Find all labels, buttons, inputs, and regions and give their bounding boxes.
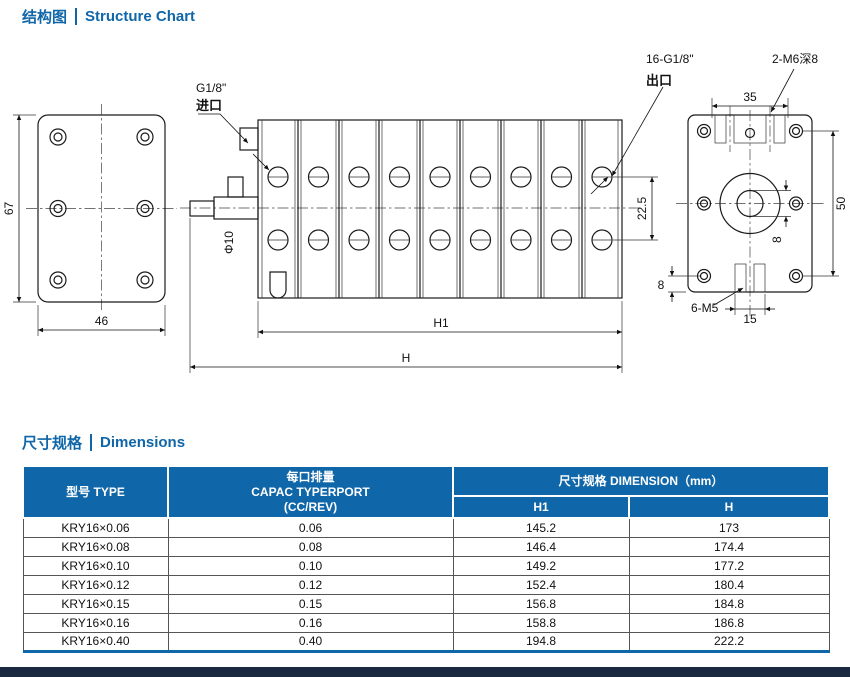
- footer-bar: [0, 667, 850, 677]
- capacity-line: CAPAC TYPERPORT: [251, 484, 370, 499]
- cell-h: 180.4: [628, 574, 830, 595]
- end-cover-bolt-holes: [696, 123, 804, 284]
- cell-h1: 149.2: [452, 555, 630, 576]
- cell-type: KRY16×0.08: [22, 536, 169, 557]
- port-plugs: [267, 166, 613, 251]
- col-header-h: H: [628, 495, 830, 519]
- dim-h: H: [402, 351, 411, 365]
- table-row: KRY16×0.12 0.12 152.4 180.4: [22, 574, 830, 595]
- cell-type: KRY16×0.10: [22, 555, 169, 576]
- cell-capacity: 0.10: [167, 555, 454, 576]
- structure-chart-drawing: 67 46 G1/8" 进口: [2, 52, 848, 373]
- cell-capacity: 0.08: [167, 536, 454, 557]
- cell-capacity: 0.12: [167, 574, 454, 595]
- section-title-dimensions-zh: 尺寸规格: [22, 435, 83, 452]
- section-title-structure-en: Structure Chart: [85, 8, 196, 25]
- bearing-boss-circle: [719, 172, 781, 235]
- inlet-label: 进口: [196, 98, 222, 113]
- dim-flange-height: 67: [2, 202, 16, 216]
- cell-capacity: 0.16: [167, 612, 454, 633]
- table-row: KRY16×0.06 0.06 145.2 173: [22, 517, 830, 538]
- pump-body: [257, 119, 623, 299]
- cell-h: 174.4: [628, 536, 830, 557]
- cell-type: KRY16×0.16: [22, 612, 169, 633]
- dimensions-table: 型号 TYPE 每口排量 CAPAC TYPERPORT (CC/REV) 尺寸…: [22, 465, 830, 653]
- table-row: KRY16×0.15 0.15 156.8 184.8: [22, 593, 830, 614]
- section-title-dimensions-en: Dimensions: [100, 434, 186, 451]
- col-header-dimension-group: 尺寸规格 DIMENSION（mm）: [452, 465, 830, 497]
- dim-50: 50: [834, 197, 848, 211]
- table-row: KRY16×0.10 0.10 149.2 177.2: [22, 555, 830, 576]
- dim-h1: H1: [433, 316, 449, 330]
- section-title-structure-zh: 结构图: [22, 9, 68, 26]
- shaft-diameter-label: Φ10: [222, 231, 236, 254]
- front-flange-outline: [37, 114, 166, 303]
- end-cover-view: 35 2-M6深8 50 8 8 6-M5 15: [658, 52, 848, 326]
- cell-h1: 145.2: [452, 517, 630, 538]
- table-row: KRY16×0.16 0.16 158.8 186.8: [22, 612, 830, 633]
- section-title-structure: 结构图 Structure Chart: [22, 6, 195, 27]
- cell-type: KRY16×0.12: [22, 574, 169, 595]
- cell-h: 186.8: [628, 612, 830, 633]
- outlet-thread-label: 16-G1/8": [646, 52, 694, 66]
- dim-35: 35: [743, 90, 757, 104]
- cell-h1: 156.8: [452, 593, 630, 614]
- inlet-port: [239, 127, 259, 151]
- side-section-view: G1/8" 进口 16-G1/8" 出口 Φ10 22.5 H1 H: [180, 52, 694, 373]
- cell-h: 222.2: [628, 631, 830, 653]
- title-divider: [90, 434, 93, 451]
- cell-h: 177.2: [628, 555, 830, 576]
- table-row: KRY16×0.08 0.08 146.4 174.4: [22, 536, 830, 557]
- drive-shaft: [189, 176, 259, 220]
- dim-15: 15: [743, 312, 757, 326]
- dim-flange-width: 46: [95, 314, 109, 328]
- tap-bottom-label: 6-M5: [691, 301, 719, 315]
- col-header-capacity: 每口排量 CAPAC TYPERPORT (CC/REV): [167, 465, 454, 519]
- cell-type: KRY16×0.40: [22, 631, 169, 653]
- outlet-label: 出口: [646, 73, 672, 88]
- cell-h1: 158.8: [452, 612, 630, 633]
- front-flange-bolt-holes: [49, 128, 154, 289]
- tap-top-label: 2-M6深8: [772, 52, 818, 66]
- col-header-type: 型号 TYPE: [22, 465, 169, 519]
- cell-h1: 152.4: [452, 574, 630, 595]
- top-tapped-holes: [714, 114, 786, 144]
- front-flange-view: 67 46: [2, 104, 177, 336]
- title-divider: [75, 8, 78, 25]
- cell-capacity: 0.40: [167, 631, 454, 653]
- cell-h1: 194.8: [452, 631, 630, 653]
- drain-plug: [269, 271, 287, 299]
- capacity-line: (CC/REV): [283, 499, 338, 514]
- col-header-h1: H1: [452, 495, 630, 519]
- cell-h: 173: [628, 517, 830, 538]
- cell-h1: 146.4: [452, 536, 630, 557]
- cell-capacity: 0.06: [167, 517, 454, 538]
- table-row: KRY16×0.40 0.40 194.8 222.2: [22, 631, 830, 653]
- dim-bore: 8: [770, 236, 784, 243]
- cell-capacity: 0.15: [167, 593, 454, 614]
- cell-h: 184.8: [628, 593, 830, 614]
- section-title-dimensions: 尺寸规格 Dimensions: [22, 432, 185, 453]
- cell-type: KRY16×0.15: [22, 593, 169, 614]
- capacity-line: 每口排量: [286, 469, 335, 484]
- shaft-bore-circle: [736, 189, 764, 218]
- dim-edge: 8: [658, 278, 665, 292]
- inlet-thread-label: G1/8": [196, 81, 226, 95]
- dim-port-offset: 22.5: [635, 196, 649, 220]
- cell-type: KRY16×0.06: [22, 517, 169, 538]
